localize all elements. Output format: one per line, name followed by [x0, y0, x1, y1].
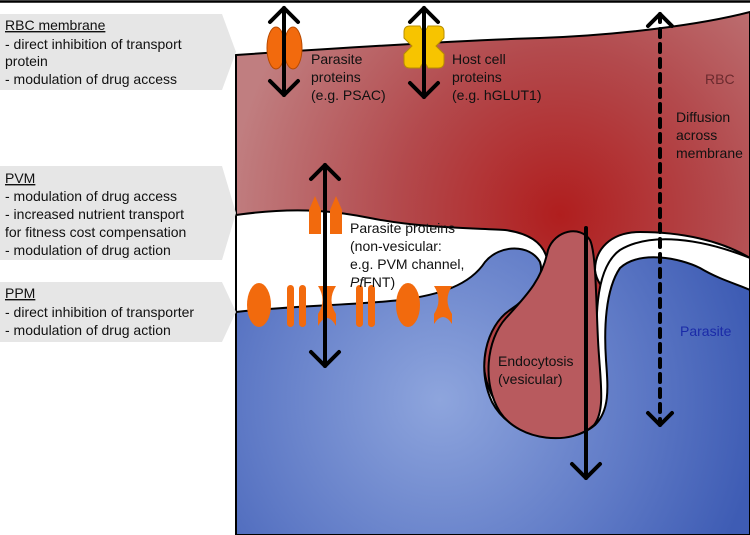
label-parasite-proteins-pvm-line4: PfFNT) — [350, 274, 395, 290]
bidirectional-arrow-icon — [309, 163, 341, 368]
label-parasite-proteins: proteins — [311, 69, 361, 85]
label-host-cell-proteins: proteins — [452, 69, 502, 85]
label-parasite: Parasite — [680, 323, 732, 339]
callout-rbc-membrane-shape — [0, 14, 236, 90]
label-host-cell-proteins: Host cell — [452, 51, 506, 67]
label-parasite-proteins-pvm: Parasite proteins — [350, 220, 455, 236]
callout-ppm-line: - modulation of drug action — [5, 322, 171, 338]
endocytosis-arrow-icon — [570, 226, 602, 480]
callout-pvm-line: for fitness cost compensation — [5, 224, 186, 240]
callout-pvm-shape — [0, 166, 236, 260]
callout-ppm-title: PPM — [5, 285, 35, 301]
endocytic-vesicle — [487, 230, 603, 440]
label-endocytosis: (vesicular) — [498, 371, 563, 387]
callout-pvm-line: - modulation of drug access — [5, 188, 177, 204]
diffusion-arrow-icon — [646, 12, 674, 427]
psac-protein — [266, 26, 303, 70]
callout-ppm-shape — [0, 282, 236, 342]
callout-pvm-line: - modulation of drug action — [5, 242, 171, 258]
label-parasite-proteins: (e.g. PSAC) — [311, 87, 386, 103]
label-diffusion: across — [676, 127, 717, 143]
callout-rbc-line: - direct inhibition of transport — [5, 36, 182, 52]
bidirectional-arrow-icon — [268, 6, 300, 97]
pvm-channel-protein — [309, 196, 342, 234]
label-parasite-proteins: Parasite — [311, 51, 363, 67]
label-diffusion: membrane — [676, 145, 743, 161]
callout-rbc-line: - modulation of drug access — [5, 71, 177, 87]
callout-ppm-line: - direct inhibition of transporter — [5, 304, 194, 320]
bidirectional-arrow-icon — [408, 6, 440, 99]
label-diffusion: Diffusion — [676, 109, 730, 125]
callout-pvm-title: PVM — [5, 170, 35, 186]
label-endocytosis: Endocytosis — [498, 353, 573, 369]
label-pf-italic: Pf — [350, 274, 365, 290]
label-parasite-proteins-pvm: e.g. PVM channel, — [350, 256, 464, 272]
label-rbc: RBC — [705, 71, 735, 87]
callout-pvm-line: - increased nutrient transport — [5, 206, 184, 222]
label-parasite-proteins-pvm: (non-vesicular: — [350, 238, 442, 254]
label-host-cell-proteins: (e.g. hGLUT1) — [452, 87, 541, 103]
callout-rbc-line: protein — [5, 53, 48, 69]
callout-rbc-title: RBC membrane — [5, 17, 106, 33]
label-fnt: FNT) — [363, 274, 395, 290]
